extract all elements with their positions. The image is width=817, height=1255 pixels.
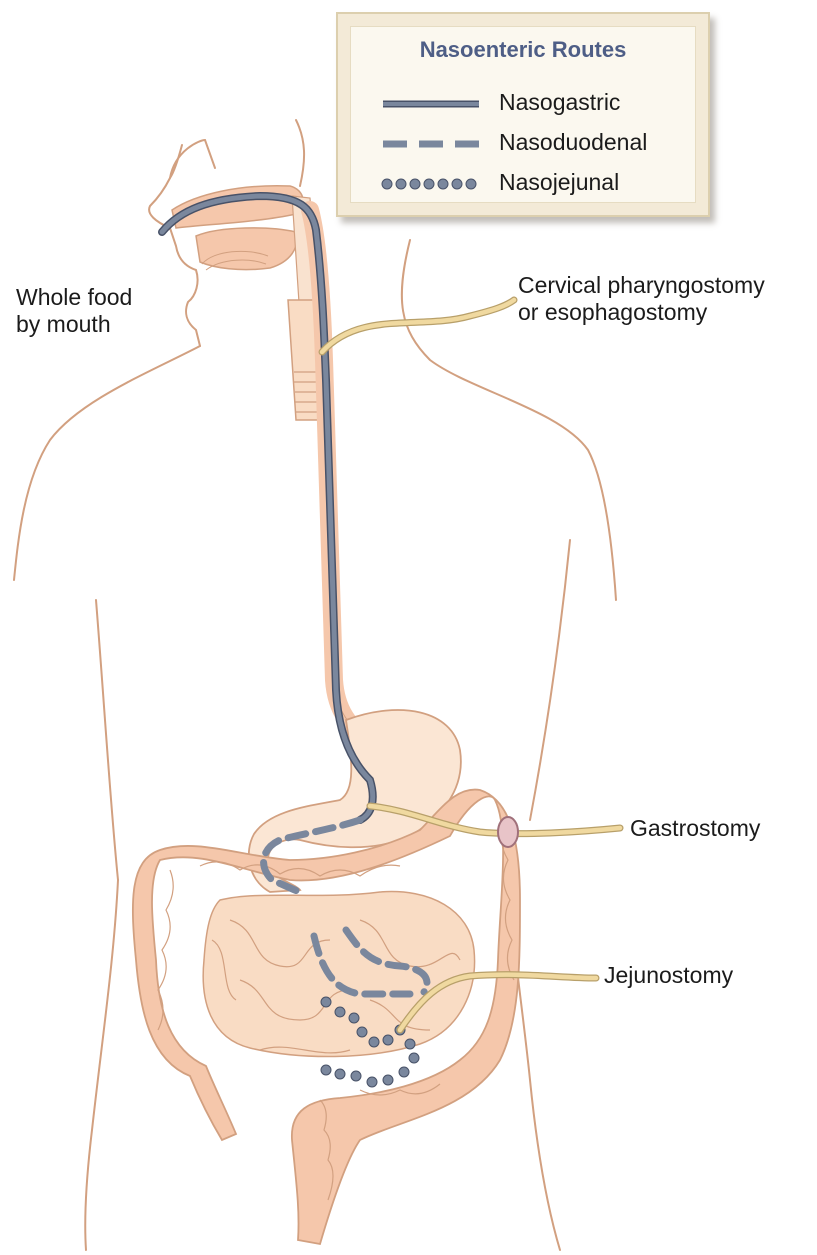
cervical-tube: [322, 300, 514, 352]
dotted-line-symbol: [381, 177, 481, 191]
small-intestine: [203, 892, 474, 1057]
label-line: Cervical pharyngostomy: [518, 272, 765, 299]
dashed-line-symbol: [381, 137, 481, 151]
label-line: or esophagostomy: [518, 299, 765, 326]
label-whole-food-by-mouth: Whole food by mouth: [16, 284, 132, 338]
solid-line-symbol: [381, 97, 481, 111]
legend-item-nasojejunal: Nasojejunal: [381, 169, 681, 199]
legend-item-nasoduodenal: Nasoduodenal: [381, 129, 681, 159]
legend-label: Nasoduodenal: [499, 129, 647, 156]
label-line: by mouth: [16, 311, 132, 338]
legend-item-nasogastric: Nasogastric: [381, 89, 681, 119]
label-line: Whole food: [16, 284, 132, 311]
label-gastrostomy: Gastrostomy: [630, 815, 760, 842]
legend-title: Nasoenteric Routes: [351, 37, 695, 63]
label-cervical-pharyngostomy: Cervical pharyngostomy or esophagostomy: [518, 272, 765, 326]
gastrostomy-stoma: [498, 817, 518, 847]
legend-label: Nasojejunal: [499, 169, 619, 196]
nasogastric-tube: [162, 196, 373, 820]
legend-box: Nasoenteric Routes Nasogastric Nasoduode…: [336, 12, 710, 217]
label-jejunostomy: Jejunostomy: [604, 962, 733, 989]
cervical-tube-edge: [322, 300, 514, 352]
legend-panel: Nasoenteric Routes Nasogastric Nasoduode…: [350, 26, 696, 203]
legend-label: Nasogastric: [499, 89, 620, 116]
